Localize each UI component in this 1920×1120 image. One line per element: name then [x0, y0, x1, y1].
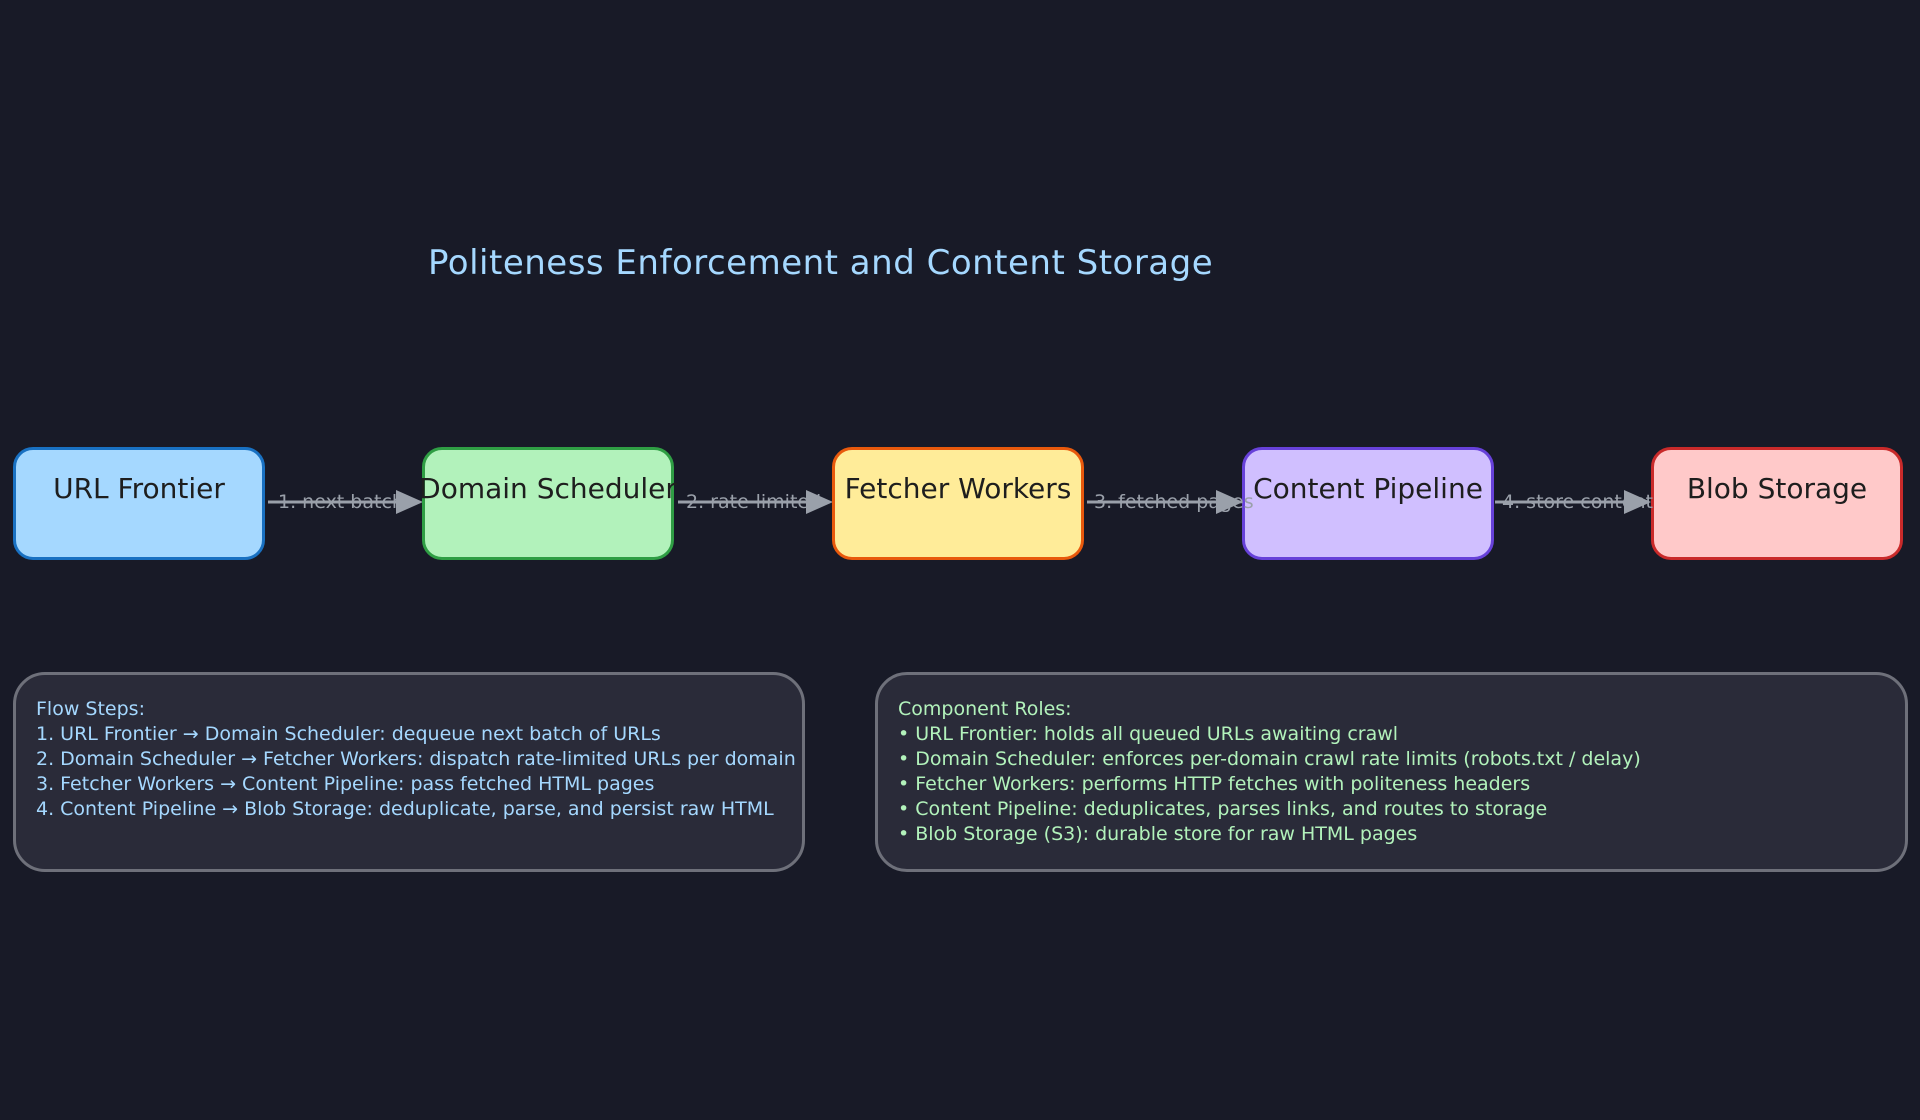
component-role-line: • Content Pipeline: deduplicates, parses… [898, 798, 1548, 820]
edge-label-store-content: 4. store content [1502, 491, 1654, 513]
component-roles-heading: Component Roles: [898, 698, 1072, 720]
component-roles-note: Component Roles: • URL Frontier: holds a… [875, 672, 1908, 872]
edge-label-fetched-pages: 3. fetched pages [1094, 491, 1254, 513]
flow-step-line: 1. URL Frontier → Domain Scheduler: dequ… [36, 723, 661, 745]
flow-step-line: 2. Domain Scheduler → Fetcher Workers: d… [36, 748, 796, 770]
node-domain-scheduler[interactable]: Domain Scheduler [419, 447, 677, 560]
node-fetcher-workers[interactable]: Fetcher Workers [832, 447, 1084, 560]
flow-steps-note: Flow Steps: 1. URL Frontier → Domain Sch… [13, 672, 805, 872]
edge-label-rate-limited: 2. rate-limited [686, 491, 822, 513]
node-blob-storage[interactable]: Blob Storage [1651, 447, 1903, 560]
diagram-title: Politeness Enforcement and Content Stora… [428, 243, 1214, 283]
component-role-line: • Fetcher Workers: performs HTTP fetches… [898, 773, 1531, 795]
node-content-pipeline[interactable]: Content Pipeline [1242, 447, 1494, 560]
node-url-frontier[interactable]: URL Frontier [13, 447, 265, 560]
flow-step-line: 3. Fetcher Workers → Content Pipeline: p… [36, 773, 655, 795]
flow-step-line: 4. Content Pipeline → Blob Storage: dedu… [36, 798, 774, 820]
edge-label-next-batch: 1. next batch [278, 491, 404, 513]
component-role-line: • Blob Storage (S3): durable store for r… [898, 823, 1418, 845]
flow-steps-heading: Flow Steps: [36, 698, 145, 720]
component-role-line: • URL Frontier: holds all queued URLs aw… [898, 723, 1399, 745]
component-role-line: • Domain Scheduler: enforces per-domain … [898, 748, 1641, 770]
